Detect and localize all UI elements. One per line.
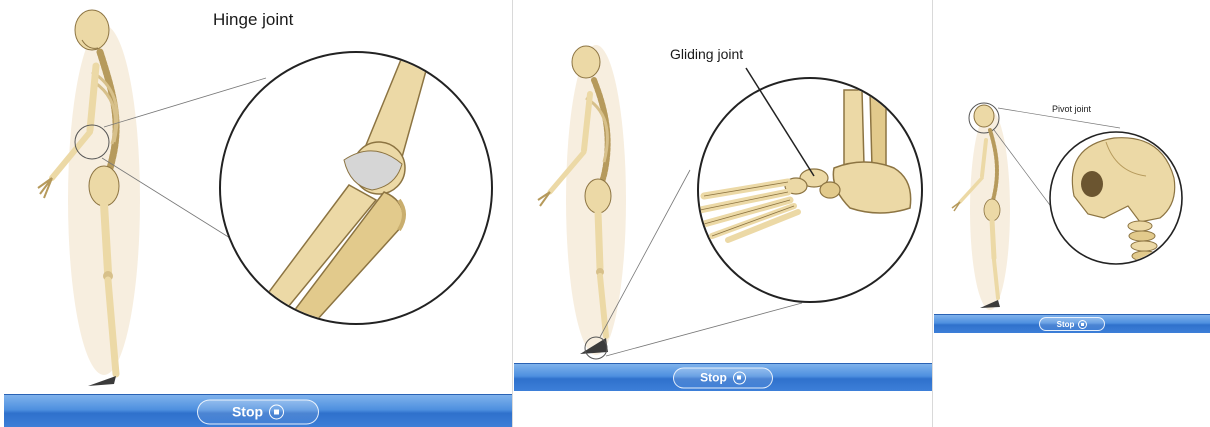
stop-icon bbox=[1078, 320, 1087, 329]
stop-button[interactable]: Stop bbox=[673, 367, 773, 388]
video-panel-pivot-joint: Pivot joint Stop bbox=[934, 0, 1210, 427]
joint-title: Gliding joint bbox=[670, 46, 743, 62]
panel-divider bbox=[512, 0, 513, 427]
playback-bar: Stop bbox=[514, 363, 932, 391]
joint-title: Hinge joint bbox=[213, 10, 293, 30]
playback-bar: Stop bbox=[934, 314, 1210, 333]
stop-icon bbox=[269, 404, 284, 419]
playback-bar: Stop bbox=[4, 394, 512, 427]
joint-title: Pivot joint bbox=[1052, 104, 1091, 114]
pivot-joint-illustration bbox=[934, 0, 1210, 427]
stop-icon bbox=[733, 371, 746, 384]
video-panel-hinge-joint: Hinge joint Stop bbox=[4, 0, 512, 427]
stop-button-label: Stop bbox=[1057, 320, 1075, 329]
stop-button[interactable]: Stop bbox=[197, 399, 319, 424]
hinge-joint-illustration bbox=[4, 0, 512, 427]
stop-button-label: Stop bbox=[700, 371, 727, 385]
video-panel-gliding-joint: Gliding joint Stop bbox=[514, 0, 932, 427]
stop-button-label: Stop bbox=[232, 404, 263, 420]
panel-divider bbox=[932, 0, 933, 427]
stop-button[interactable]: Stop bbox=[1039, 317, 1105, 331]
